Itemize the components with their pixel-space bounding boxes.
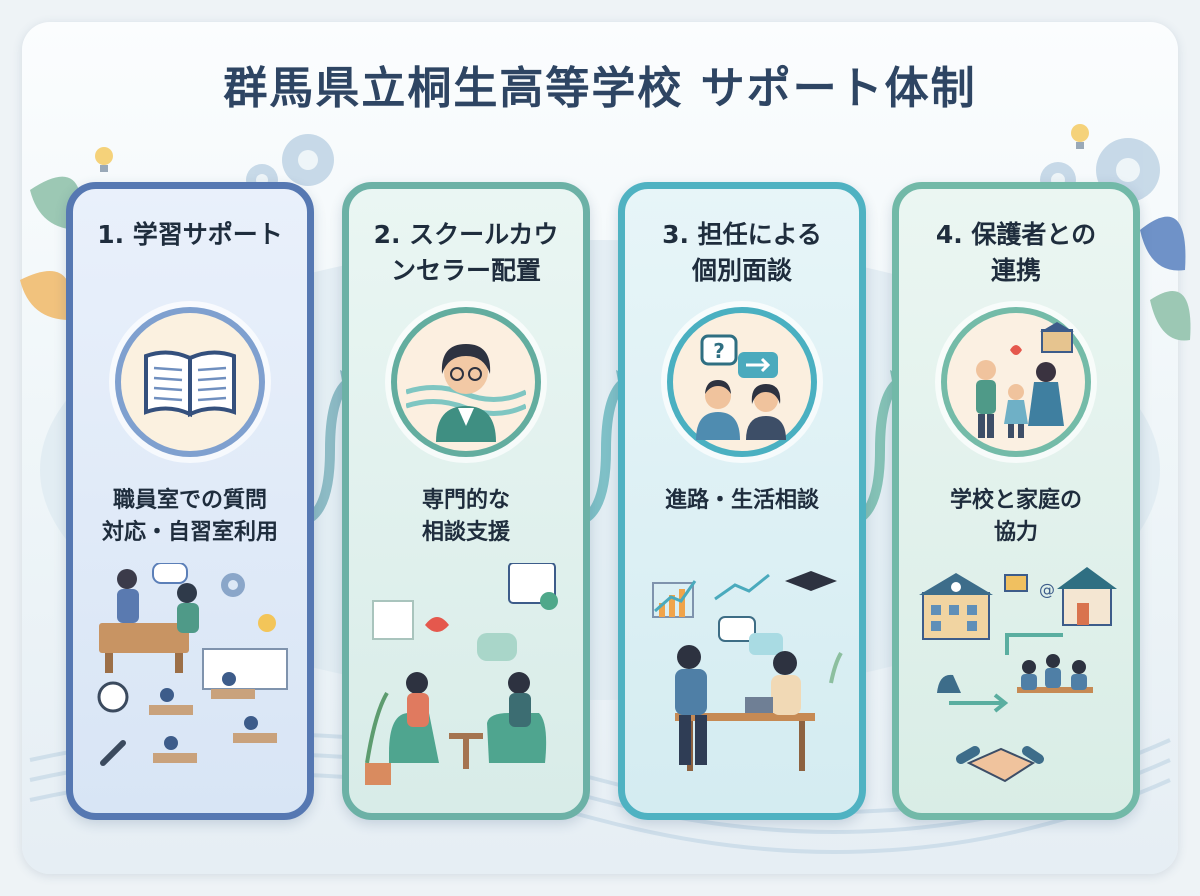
conversation-icon: ? <box>667 307 817 457</box>
svg-text:?: ? <box>713 339 725 363</box>
open-book-icon <box>115 307 265 457</box>
one-on-one-meeting-illustration <box>652 571 843 771</box>
svg-text:@: @ <box>1039 580 1055 599</box>
support-card-counselor: 2. スクールカウ ンセラー配置 専門的な 相談支援 <box>342 182 590 820</box>
card-title: 4. 保護者との 連携 <box>935 220 1097 285</box>
counseling-session-illustration <box>365 563 558 785</box>
support-card-parent-cooperation: 4. 保護者との 連携 学校と家庭の 協力 @ <box>892 182 1140 820</box>
support-card-learning: 1. 学習サポート 職員室での質問 対応・自習室利用 <box>66 182 314 820</box>
card-description: 進路・生活相談 <box>664 488 819 513</box>
lightbulb-icon <box>95 124 1089 172</box>
family-school-icon <box>941 307 1091 457</box>
card-title: 3. 担任による 個別面談 <box>662 220 822 285</box>
teacher-student-study-room-illustration <box>97 563 288 766</box>
card-title: 1. 学習サポート <box>97 220 283 249</box>
school-home-cooperation-illustration: @ <box>919 567 1117 783</box>
card-title: 2. スクールカウ ンセラー配置 <box>373 220 559 285</box>
page-title: 群馬県立桐生高等学校 サポート体制 <box>223 63 977 114</box>
card-description: 学校と家庭の 協力 <box>949 488 1082 545</box>
support-card-homeroom-interview: 3. 担任による 個別面談 ? 進路・生活相談 <box>618 182 866 820</box>
card-description: 専門的な 相談支援 <box>421 488 510 545</box>
leaf-icon <box>20 176 1191 341</box>
card-description: 職員室での質問 対応・自習室利用 <box>101 488 278 545</box>
counselor-headset-icon <box>391 307 541 457</box>
